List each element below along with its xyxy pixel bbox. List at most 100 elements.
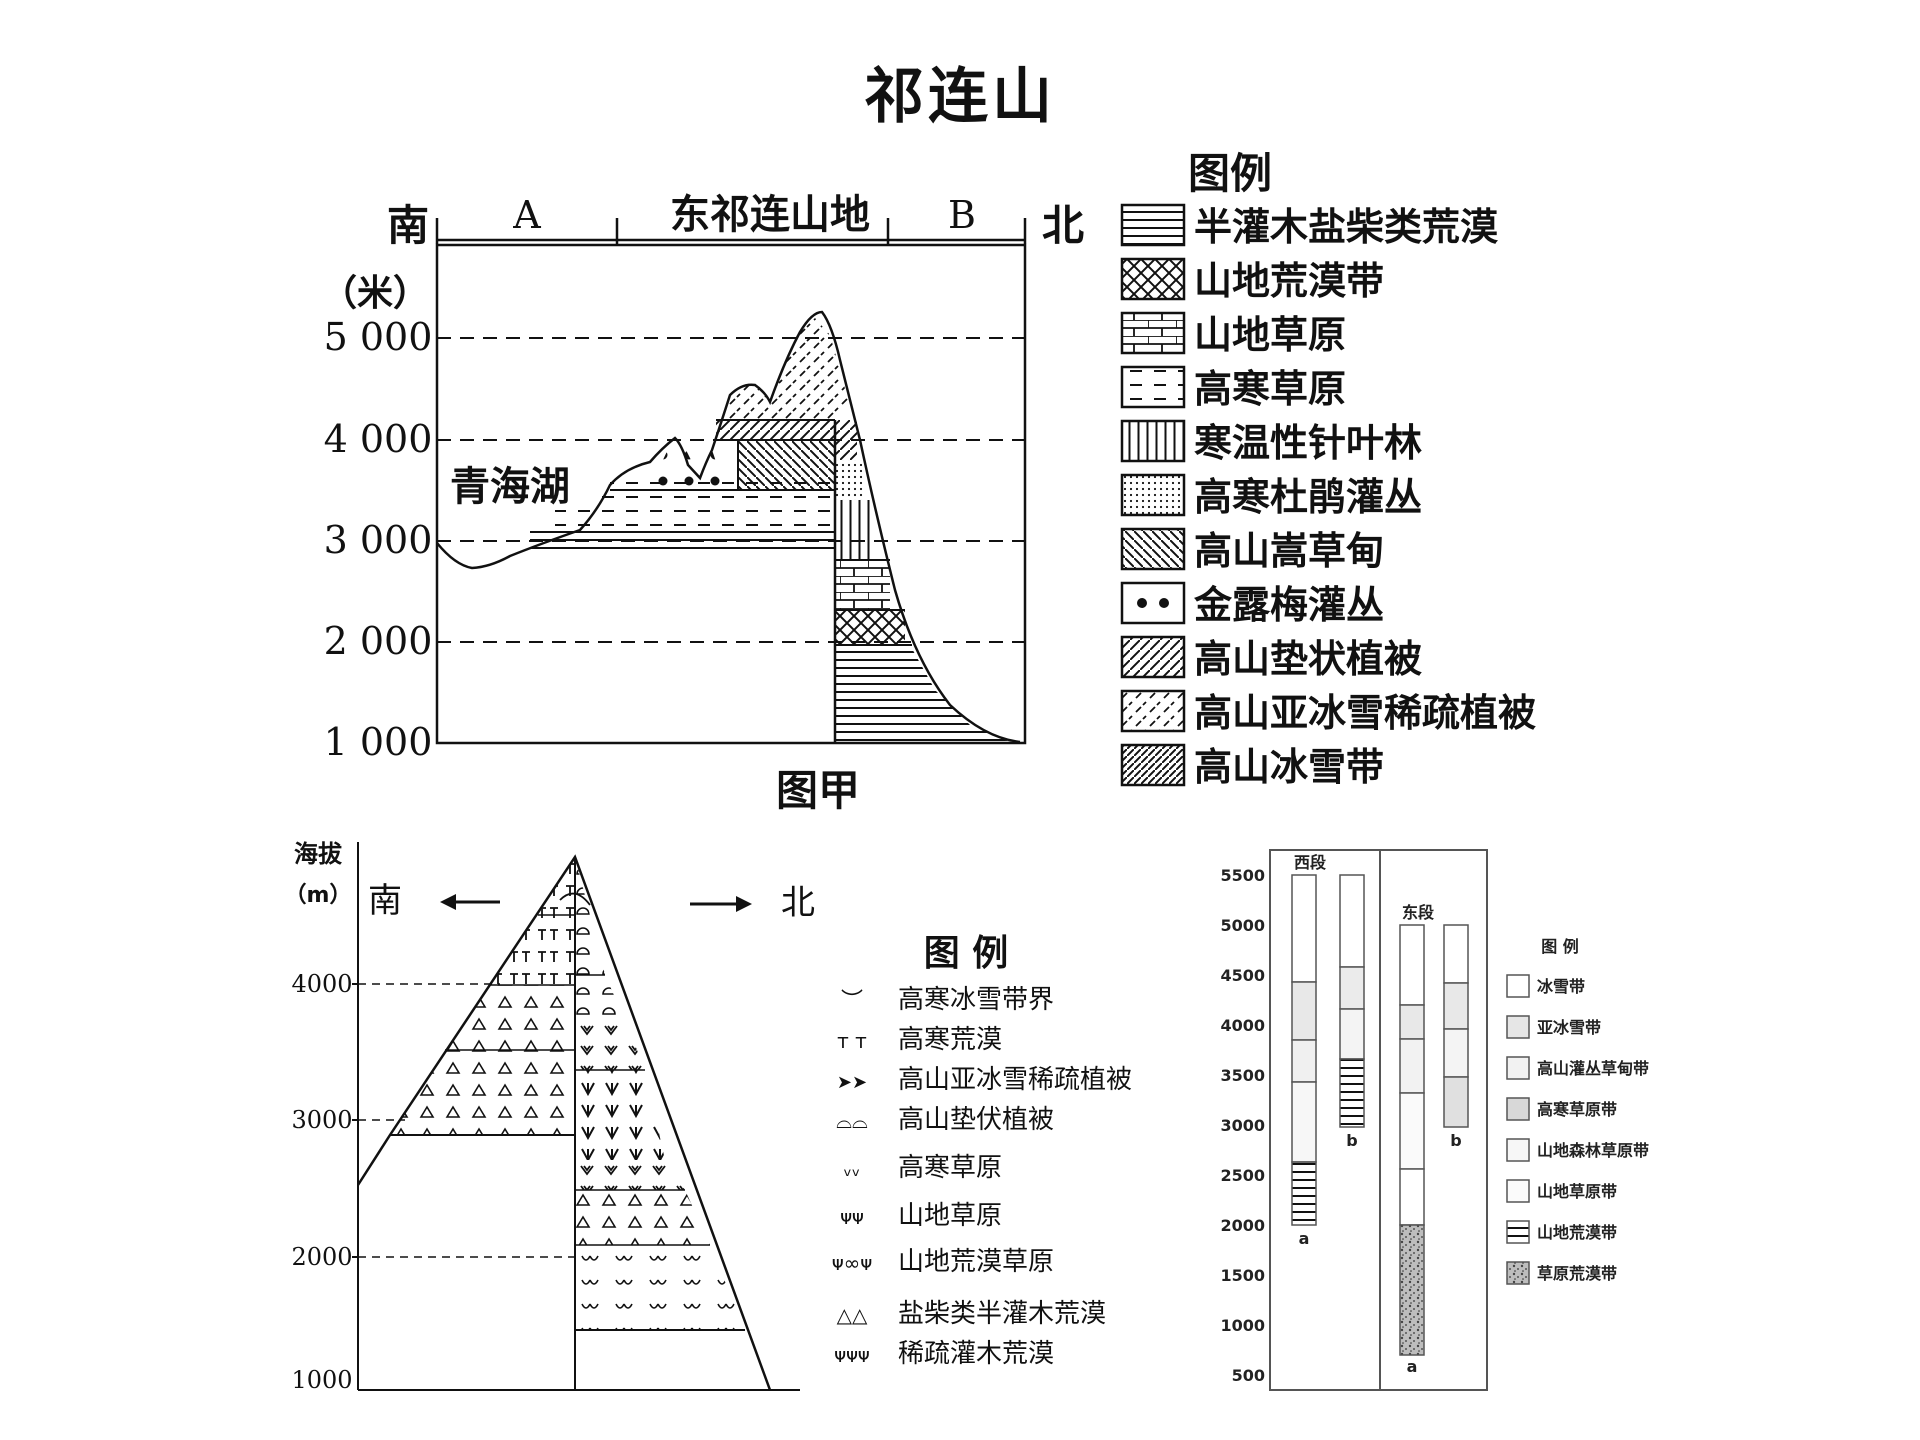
legend-label: 高寒草原带 <box>1537 1100 1617 1119</box>
fig2-legend-symbol: ᴛ ᴛ <box>837 1029 867 1053</box>
legend-label: 稀疏灌木荒漠 <box>898 1339 1054 1369</box>
fig1-unit-label: （米） <box>321 273 429 314</box>
fig3-ytick: 2000 <box>1220 1216 1265 1235</box>
legend-swatch <box>1120 689 1186 733</box>
fig1-zone-a: A <box>512 193 541 237</box>
fig1-caption: 图甲 <box>776 766 860 815</box>
fig3-ytick: 1500 <box>1220 1266 1265 1285</box>
fig1-legend: 图例 半灌木盐柴类荒漠 山地荒漠带 山地草原 高寒草原 寒温性针叶林 高寒杜鹃灌… <box>1120 149 1536 789</box>
legend-label: 寒温性针叶林 <box>1194 421 1422 465</box>
fig1-ytick: 1 000 <box>324 720 433 764</box>
legend-label: 半灌木盐柴类荒漠 <box>1194 205 1499 249</box>
legend-label: 山地荒漠带 <box>1194 259 1384 303</box>
legend-label: 高山垫状植被 <box>1194 637 1422 681</box>
fig3-ytick: 1000 <box>1220 1316 1265 1335</box>
legend-label: 高寒杜鹃灌丛 <box>1194 475 1422 519</box>
fig2-legend-title: 图 例 <box>924 933 1009 974</box>
fig1-zone-b: B <box>948 193 976 237</box>
figure-3: 5500 5000 4500 4000 3500 3000 2500 2000 … <box>1220 849 1488 1391</box>
fig2-legend-symbol: ➤➤ <box>837 1072 867 1093</box>
fig1-terrain-line <box>436 310 1021 744</box>
fig3-ytick: 5000 <box>1220 916 1265 935</box>
fig3-ytick: 3000 <box>1220 1116 1265 1135</box>
legend-swatch <box>1120 311 1186 355</box>
figure-2: 海拔 （m） 4000 3000 2000 1000 <box>285 840 815 1394</box>
fig3-ytick: 500 <box>1232 1366 1265 1385</box>
fig3-ytick: 5500 <box>1220 866 1265 885</box>
fig3-ytick: 3500 <box>1220 1066 1265 1085</box>
fig2-south-label: 南 <box>368 881 402 921</box>
fig1-north-label: 北 <box>1042 201 1084 250</box>
fig3-ytick: 2500 <box>1220 1166 1265 1185</box>
fig1-ytick: 4 000 <box>324 417 433 461</box>
fig2-legend-symbol: ᴪ∞ᴪ <box>832 1251 872 1275</box>
fig2-ytick: 1000 <box>291 1366 352 1394</box>
fig3-col-label: b <box>1450 1131 1461 1150</box>
legend-label: 山地草原 <box>1194 313 1346 357</box>
fig2-ytick: 4000 <box>291 970 352 998</box>
legend-label: 金露梅灌丛 <box>1193 583 1384 627</box>
legend-label: 高寒草原 <box>1194 367 1346 411</box>
legend-label: 高寒草原 <box>898 1153 1002 1183</box>
fig1-south-label: 南 <box>387 201 429 250</box>
fig3-legend-title: 图 例 <box>1541 937 1579 956</box>
legend-label: 山地草原带 <box>1537 1182 1617 1201</box>
legend-label: 盐柴类半灌木荒漠 <box>898 1299 1106 1329</box>
fig3-col-label: a <box>1407 1357 1418 1376</box>
lake-label: 青海湖 <box>450 464 570 510</box>
fig2-legend-symbol: ᵥᵥ <box>844 1157 861 1181</box>
legend-label: 高寒冰雪带界 <box>898 985 1054 1015</box>
fig3-col-label: b <box>1346 1131 1357 1150</box>
fig3-west-label: 西段 <box>1294 853 1327 872</box>
fig1-ytick: 3 000 <box>324 518 433 562</box>
fig2-legend-symbol: ᴪᴪ <box>840 1205 864 1229</box>
legend-swatch <box>1120 743 1186 787</box>
fig2-mountain-outline <box>356 854 772 1391</box>
fig1-zone-mid: 东祁连山地 <box>670 192 870 238</box>
legend-label: 山地草原 <box>898 1201 1002 1231</box>
fig2-legend: 图 例 ︶ 高寒冰雪带界 ᴛ ᴛ 高寒荒漠 ➤➤ 高山亚冰雪稀疏植被 ⌓⌓ 高山… <box>832 933 1132 1369</box>
fig1-legend-title: 图例 <box>1188 149 1272 198</box>
legend-label: 冰雪带 <box>1537 977 1585 996</box>
legend-label: 高寒荒漠 <box>898 1025 1002 1055</box>
fig3-ytick: 4500 <box>1220 966 1265 985</box>
fig2-north-label: 北 <box>781 883 815 923</box>
fig2-legend-symbol: ︶ <box>841 989 863 1014</box>
fig1-ytick: 2 000 <box>324 619 433 663</box>
legend-label: 山地森林草原带 <box>1537 1141 1649 1160</box>
fig3-ytick: 4000 <box>1220 1016 1265 1035</box>
fig2-ylabel: 海拔 <box>294 840 343 868</box>
legend-label: 高山冰雪带 <box>1194 745 1384 789</box>
legend-label: 高山嵩草甸 <box>1194 529 1384 573</box>
fig2-ytick: 2000 <box>291 1243 352 1271</box>
legend-swatch <box>1120 473 1186 517</box>
legend-swatch <box>1120 419 1186 463</box>
legend-label: 高山亚冰雪稀疏植被 <box>898 1065 1132 1095</box>
fig3-legend: 图 例 冰雪带 亚冰雪带 高山灌丛草甸带 高寒草原带 山地森林草原带 山地草原带… <box>1506 937 1649 1285</box>
legend-swatch <box>1120 527 1186 571</box>
fig2-legend-symbol: ⌓⌓ <box>836 1109 868 1133</box>
legend-swatch <box>1120 203 1186 247</box>
main-title: 祁连山 <box>864 62 1056 132</box>
legend-label: 高山垫伏植被 <box>898 1105 1054 1135</box>
legend-swatch <box>1120 257 1186 301</box>
figure-1: 南 A 东祁连山地 B 北 （米） 5 000 4 000 3 000 2 00… <box>321 192 1084 815</box>
legend-label: 山地荒漠带 <box>1537 1223 1617 1242</box>
legend-label: 高山灌丛草甸带 <box>1537 1059 1649 1078</box>
legend-label: 高山亚冰雪稀疏植被 <box>1194 691 1536 735</box>
legend-swatch <box>1120 581 1186 625</box>
fig3-frame <box>1269 849 1488 1391</box>
legend-label: 亚冰雪带 <box>1537 1018 1601 1037</box>
fig3-col-label: a <box>1299 1229 1310 1248</box>
fig1-ytick: 5 000 <box>324 315 433 359</box>
fig2-legend-symbol: ᴪᴪᴪ <box>834 1343 869 1367</box>
legend-label: 草原荒漠带 <box>1537 1264 1617 1283</box>
fig2-legend-symbol: △△ <box>837 1303 868 1327</box>
fig2-ytick: 3000 <box>291 1106 352 1134</box>
fig2-ylabel-unit: （m） <box>285 883 352 908</box>
legend-swatch <box>1120 635 1186 679</box>
fig1-frame <box>435 243 1027 745</box>
legend-swatch <box>1120 365 1186 409</box>
legend-label: 山地荒漠草原 <box>898 1247 1054 1277</box>
